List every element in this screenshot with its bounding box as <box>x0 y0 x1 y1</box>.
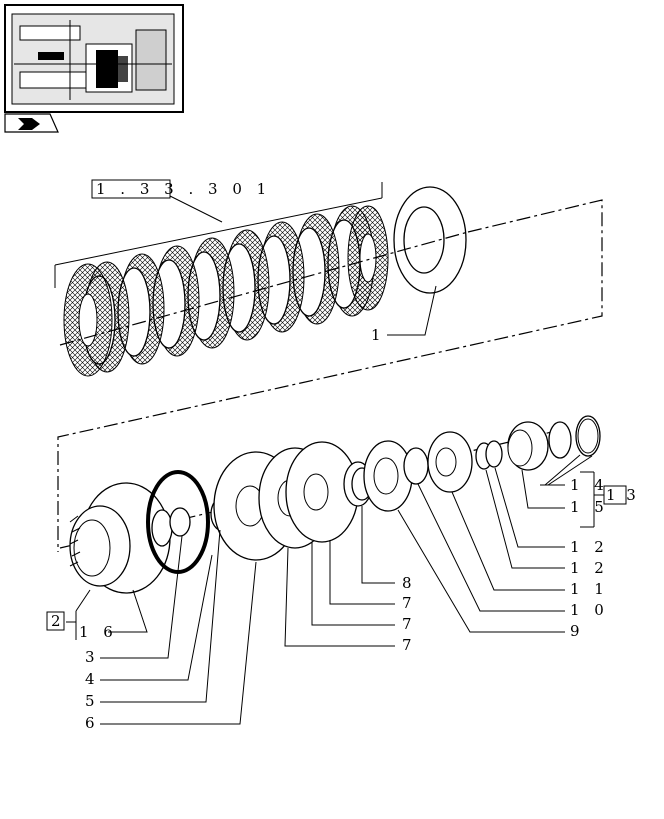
hub-assembly <box>59 415 601 594</box>
arrow-tab-icon[interactable] <box>18 118 40 130</box>
callout-7c: 7 <box>402 636 417 654</box>
ring-part-1 <box>393 186 467 294</box>
callout-10: 1 0 <box>570 601 609 619</box>
callout-1: 1 <box>371 326 386 344</box>
ref-code-box <box>91 179 171 199</box>
bearing-11 <box>427 431 473 493</box>
friction-discs <box>63 205 389 377</box>
callout-13-box <box>603 485 627 505</box>
callout-11: 1 1 <box>570 580 609 598</box>
disc-pack-assembly <box>54 182 603 552</box>
callout-3: 3 <box>85 648 100 666</box>
callout-13: 1 3 <box>606 486 639 504</box>
callout-5: 5 <box>85 692 100 710</box>
callout-labels: 1 . 3 3 . 3 0 1 1 2 1 6 3 4 5 6 8 7 7 7 … <box>46 179 639 732</box>
ref-code: 1 . 3 3 . 3 0 1 <box>96 180 271 198</box>
callout-4: 4 <box>85 670 100 688</box>
callout-12a: 1 2 <box>570 559 609 577</box>
nav-tab[interactable] <box>4 113 59 133</box>
leader-lines <box>66 285 604 725</box>
callout-6: 6 <box>85 714 100 732</box>
callout-12b: 1 2 <box>570 538 609 556</box>
callout-16: 1 6 <box>79 623 118 641</box>
bushing-15 <box>507 421 549 471</box>
callout-15: 1 5 <box>570 498 609 516</box>
callout-8: 8 <box>402 574 417 592</box>
callout-7b: 7 <box>402 615 417 633</box>
callout-9: 9 <box>570 622 585 640</box>
callout-14: 1 4 <box>570 476 609 494</box>
discs-7 <box>258 441 359 549</box>
bearing-9 <box>363 440 413 512</box>
splined-hub <box>69 482 173 594</box>
callout-2: 2 <box>51 612 66 630</box>
overview-thumbnail[interactable] <box>4 4 184 113</box>
callout-2-box <box>46 611 65 631</box>
callout-7a: 7 <box>402 594 417 612</box>
